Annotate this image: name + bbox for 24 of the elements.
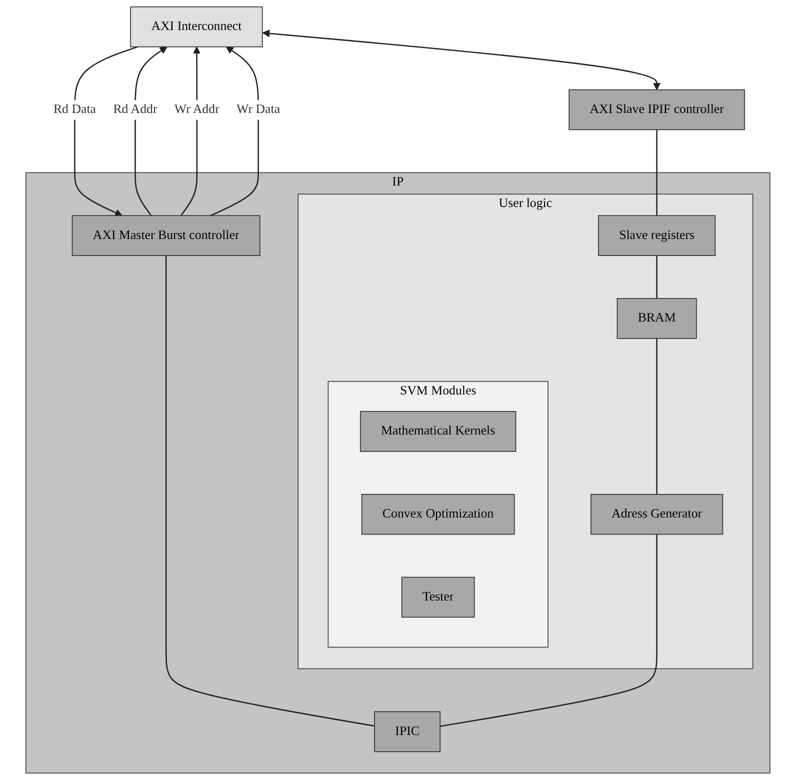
arrow — [210, 46, 259, 216]
connector — [656, 130, 658, 216]
node-box: Slave registers — [598, 215, 716, 256]
edge-label: Rd Addr — [112, 102, 157, 116]
node-box: Mathematical Kernels — [360, 411, 516, 452]
edge-label: Wr Addr — [174, 102, 219, 116]
node-box: AXI Slave IPIF controller — [568, 89, 745, 130]
arrow — [74, 46, 138, 216]
node-box: IPIC — [374, 711, 440, 752]
node-box: AXI Interconnect — [130, 6, 262, 48]
connector — [656, 256, 658, 298]
edge-label: Rd Data — [53, 102, 96, 116]
connector — [440, 534, 658, 727]
connector — [165, 256, 374, 727]
arrow — [180, 46, 200, 216]
node-box: Adress Generator — [590, 494, 723, 535]
node-box: AXI Master Burst controller — [71, 215, 260, 256]
arrow — [262, 30, 660, 90]
node-box: BRAM — [616, 298, 696, 339]
node-box: Tester — [400, 576, 474, 618]
connector — [656, 338, 658, 494]
arrow — [134, 46, 167, 216]
edge-label: Wr Data — [236, 102, 280, 116]
node-box: Convex Optimization — [360, 494, 514, 535]
